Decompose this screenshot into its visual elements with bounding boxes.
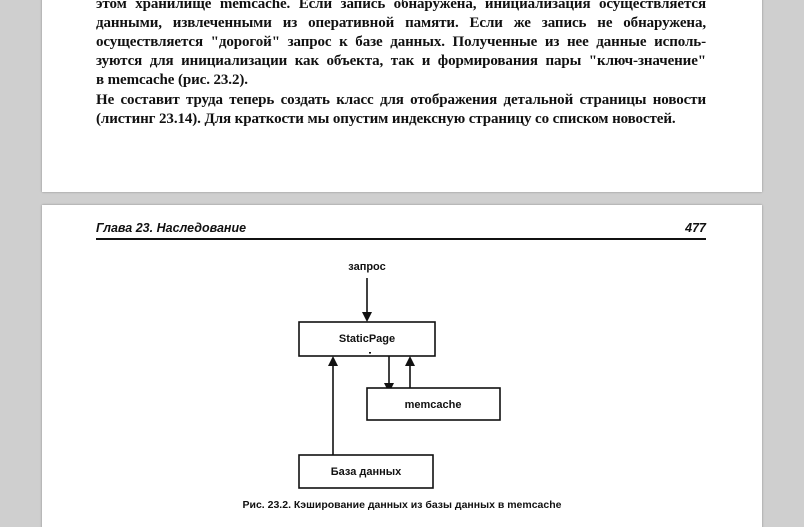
text-line: в memcache (рис. 23.2). (96, 72, 248, 88)
text-line: Не составит труда теперь создать класс д… (96, 92, 706, 108)
request-arrow (362, 278, 372, 322)
memcache-box: memcache (366, 387, 501, 421)
staticpage-label: StaticPage (339, 333, 395, 345)
database-box: База данных (298, 454, 434, 489)
page-number: 477 (685, 221, 706, 235)
request-label: запрос (348, 261, 386, 273)
memcache-label: memcache (405, 399, 462, 411)
text-line: зуются для инициализации как объекта, та… (96, 53, 706, 69)
text-line: (листинг 23.14). Для краткости мы опусти… (96, 111, 676, 127)
figure-caption: Рис. 23.2. Кэширование данных из базы да… (242, 499, 562, 511)
caching-diagram: запрос StaticPage (298, 261, 501, 489)
staticpage-box: StaticPage (298, 321, 436, 357)
page-476: этом хранилище memcache. Если запись обн… (42, 0, 762, 192)
running-header: Глава 23. Наследование 477 (96, 220, 706, 240)
paragraph-news-class: Не составит труда теперь создать класс д… (96, 91, 706, 129)
arrow-from-memcache (405, 356, 415, 388)
database-label: База данных (331, 466, 402, 478)
text-line: осуществляется "дорогой" запрос к базе д… (96, 34, 706, 50)
text-line: данными, извлеченными из оперативной пам… (96, 15, 706, 31)
paragraph-memcache-explanation: этом хранилище memcache. Если запись обн… (96, 0, 706, 90)
page-477: Глава 23. Наследование 477 запрос Static… (42, 205, 762, 527)
text-line: этом хранилище memcache. Если запись обн… (96, 0, 706, 12)
chapter-title: Глава 23. Наследование (96, 221, 247, 235)
arrow-from-database (328, 356, 338, 455)
